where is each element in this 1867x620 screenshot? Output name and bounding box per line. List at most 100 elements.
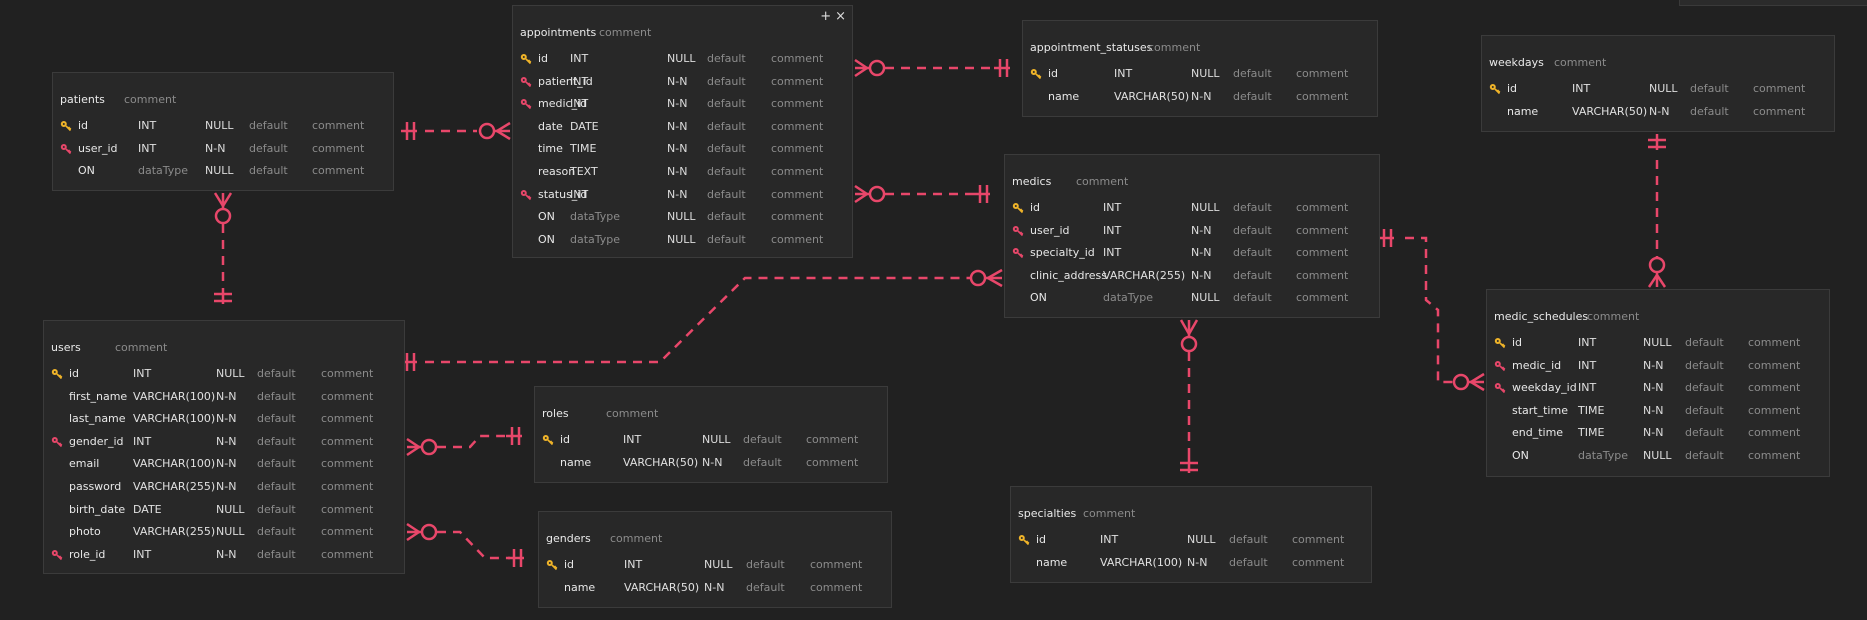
column-null[interactable]: NULL (1191, 67, 1220, 80)
table-name[interactable]: appointment_statuses (1030, 41, 1153, 54)
column-default[interactable]: default (257, 412, 296, 426)
column-default[interactable]: default (257, 389, 296, 403)
column-default[interactable]: default (249, 119, 288, 132)
table-name[interactable]: medic_schedules (1494, 310, 1589, 323)
column-type[interactable]: VARCHAR(100) (133, 457, 216, 471)
column-name[interactable]: ON (78, 164, 95, 178)
table-name[interactable]: patients (60, 93, 105, 106)
column-comment[interactable]: comment (1296, 291, 1349, 305)
column-default[interactable]: default (1685, 426, 1724, 440)
column-type[interactable]: INT (1100, 533, 1119, 546)
column-default[interactable]: default (257, 367, 296, 380)
column-null[interactable]: N-N (216, 457, 237, 471)
column-type[interactable]: VARCHAR(100) (133, 389, 216, 403)
column-default[interactable]: default (1233, 201, 1272, 214)
column-default[interactable]: default (257, 525, 296, 539)
column-comment[interactable]: comment (1753, 104, 1806, 118)
table-name[interactable]: users (51, 341, 81, 354)
close-table-button[interactable]: × (835, 9, 846, 24)
column-name[interactable]: name (564, 580, 596, 594)
column-null[interactable]: N-N (1191, 268, 1212, 282)
column-comment[interactable]: comment (1296, 201, 1349, 214)
column-type[interactable]: INT (1572, 82, 1591, 95)
column-null[interactable]: N-N (1643, 358, 1664, 372)
column-name[interactable]: password (69, 480, 122, 493)
column-default[interactable]: default (1233, 67, 1272, 80)
table-header[interactable]: genders comment (546, 532, 662, 545)
column-name[interactable]: status_id (538, 187, 588, 201)
column-name[interactable]: id (560, 433, 571, 446)
column-type[interactable]: INT (133, 434, 152, 448)
column-name[interactable]: id (1507, 82, 1518, 95)
column-comment[interactable]: comment (771, 52, 824, 65)
table-comment[interactable]: comment (115, 341, 168, 354)
column-type[interactable]: VARCHAR(50) (1572, 104, 1648, 118)
column-comment[interactable]: comment (1748, 449, 1801, 462)
column-name[interactable]: start_time (1512, 403, 1568, 417)
column-comment[interactable]: comment (771, 97, 824, 111)
column-comment[interactable]: comment (1748, 336, 1801, 349)
table-comment[interactable]: comment (1148, 41, 1201, 54)
column-comment[interactable]: comment (810, 558, 863, 571)
column-comment[interactable]: comment (1292, 555, 1345, 569)
table-comment[interactable]: comment (1587, 310, 1640, 323)
table-comment[interactable]: comment (1076, 175, 1129, 188)
column-default[interactable]: default (707, 187, 746, 201)
column-type[interactable]: dataType (1578, 449, 1629, 462)
column-type[interactable]: dataType (570, 232, 621, 246)
column-default[interactable]: default (1690, 82, 1729, 95)
column-null[interactable]: NULL (1649, 82, 1678, 95)
column-type[interactable]: TIME (1578, 426, 1605, 440)
column-comment[interactable]: comment (771, 187, 824, 201)
column-null[interactable]: NULL (667, 232, 696, 246)
column-type[interactable]: VARCHAR(255) (133, 480, 216, 493)
column-name[interactable]: patient_id (538, 74, 593, 88)
column-type[interactable]: INT (1578, 336, 1597, 349)
column-comment[interactable]: comment (1296, 268, 1349, 282)
table-comment[interactable]: comment (610, 532, 663, 545)
column-null[interactable]: N-N (1191, 223, 1212, 237)
column-comment[interactable]: comment (771, 165, 824, 178)
column-name[interactable]: user_id (1030, 223, 1070, 237)
column-null[interactable]: N-N (702, 455, 723, 469)
column-null[interactable]: N-N (216, 434, 237, 448)
column-type[interactable]: INT (138, 119, 157, 132)
column-comment[interactable]: comment (1748, 381, 1801, 395)
column-comment[interactable]: comment (1296, 223, 1349, 237)
column-null[interactable]: N-N (704, 580, 725, 594)
column-type[interactable]: INT (570, 187, 589, 201)
column-null[interactable]: N-N (1191, 246, 1212, 260)
column-null[interactable]: NULL (1191, 291, 1220, 305)
column-name[interactable]: name (1036, 555, 1068, 569)
table-name[interactable]: genders (546, 532, 591, 545)
column-null[interactable]: N-N (667, 74, 688, 88)
column-type[interactable]: INT (570, 97, 589, 111)
column-comment[interactable]: comment (806, 455, 859, 469)
column-comment[interactable]: comment (321, 457, 374, 471)
column-name[interactable]: ON (1030, 291, 1047, 305)
column-name[interactable]: id (1048, 67, 1059, 80)
column-name[interactable]: id (78, 119, 89, 132)
column-null[interactable]: N-N (216, 547, 237, 561)
